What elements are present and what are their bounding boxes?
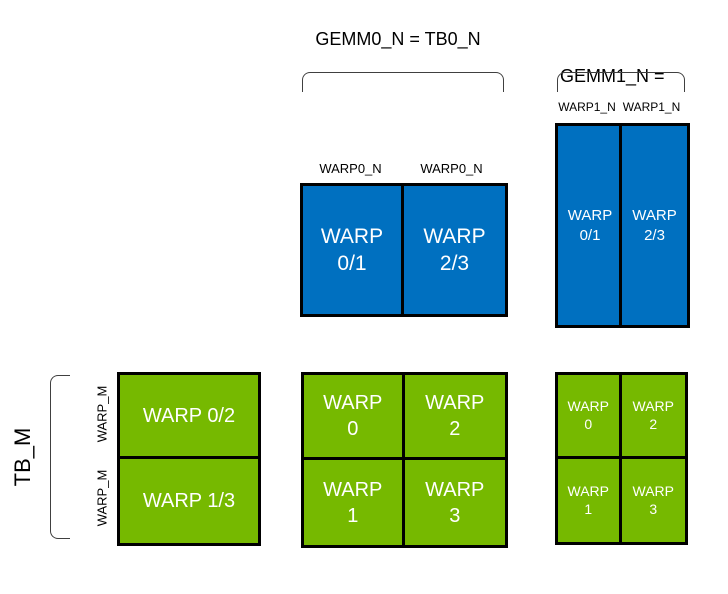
tb-m-label: TB_M bbox=[10, 427, 35, 487]
gemm1-warp-23-tile: WARP 2/3 bbox=[619, 123, 690, 328]
gemm1-n-title-line1: GEMM1_N = bbox=[560, 66, 665, 86]
warp0-n-label-right: WARP0_N bbox=[420, 161, 483, 176]
gemm1-warp-0-tile: WARP 0 bbox=[558, 375, 622, 459]
gemm0-warp-3-tile: WARP 3 bbox=[404, 460, 505, 545]
gemm0-warp-0-tile: WARP 0 bbox=[304, 375, 405, 460]
warp-m-label-top: WARP_M bbox=[94, 385, 110, 443]
warp-02-tile: WARP 0/2 bbox=[120, 375, 258, 459]
gemm1-warp-01-tile: WARP 0/1 bbox=[555, 123, 625, 328]
gemm0-warp-01-tile: WARP 0/1 bbox=[303, 186, 404, 314]
warp0-n-label-left: WARP0_N bbox=[319, 161, 382, 176]
gemm1-warp-1-tile: WARP 1 bbox=[558, 458, 622, 542]
gemm0-warp-23-tile: WARP 2/3 bbox=[404, 186, 505, 314]
gemm1-warp-2-tile: WARP 2 bbox=[621, 375, 685, 459]
gemm1-warp-3-tile: WARP 3 bbox=[621, 458, 685, 542]
warp-m-label-bottom: WARP_M bbox=[94, 469, 110, 527]
gemm0-n-title: GEMM0_N = TB0_N bbox=[315, 29, 481, 49]
warp-13-tile: WARP 1/3 bbox=[120, 459, 258, 543]
gemm0-warp-2-tile: WARP 2 bbox=[404, 375, 505, 460]
gemm0-n-bracket bbox=[302, 72, 504, 92]
warp-m-grid: WARP 0/2 WARP 1/3 bbox=[117, 372, 261, 546]
warp1-n-label-left: WARP1_N bbox=[558, 100, 616, 114]
gemm1-n-bracket bbox=[557, 72, 685, 92]
gemm0-warp-grid: WARP 0 WARP 2 WARP 1 WARP 3 bbox=[301, 372, 508, 548]
gemm1-warp-grid: WARP 0 WARP 2 WARP 1 WARP 3 bbox=[555, 372, 688, 545]
gemm0-warp-n-grid: WARP 0/1 WARP 2/3 bbox=[300, 183, 508, 317]
gemm0-warp-1-tile: WARP 1 bbox=[304, 460, 405, 545]
tb-m-bracket bbox=[50, 375, 70, 539]
warp1-n-label-right: WARP1_N bbox=[622, 100, 681, 114]
